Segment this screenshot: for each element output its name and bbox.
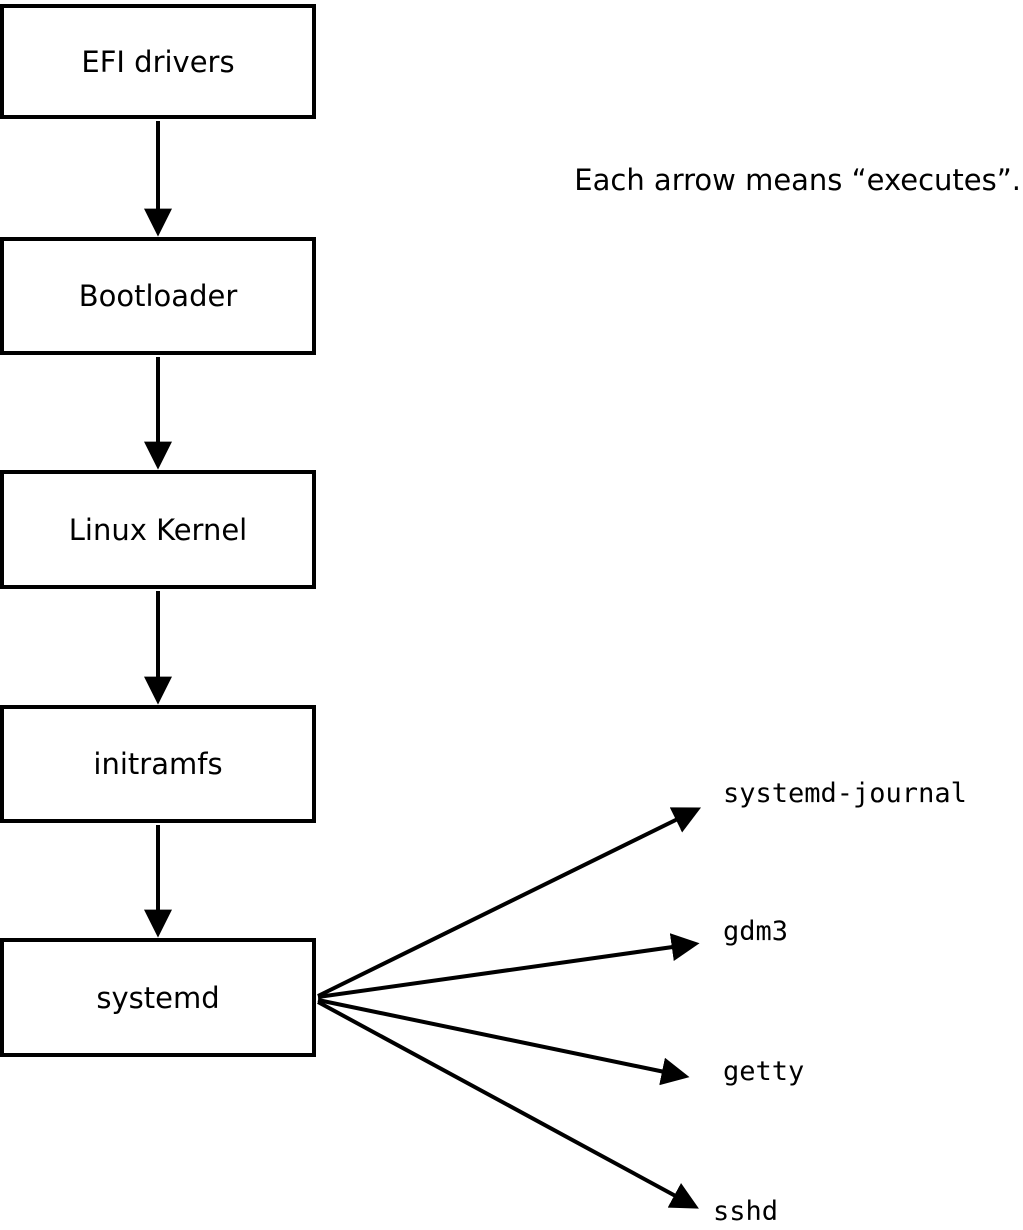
arrow-systemd-to-getty <box>317 998 690 1086</box>
box-systemd-label: systemd <box>96 980 220 1015</box>
box-efi-drivers: EFI drivers <box>0 4 316 119</box>
box-linux-kernel: Linux Kernel <box>0 470 316 589</box>
box-bootloader: Bootloader <box>0 237 316 355</box>
box-initramfs: initramfs <box>0 705 316 823</box>
arrow-systemd-to-sshd <box>317 1000 699 1209</box>
target-gdm3: gdm3 <box>723 916 789 947</box>
box-bootloader-label: Bootloader <box>78 279 238 313</box>
box-efi-drivers-label: EFI drivers <box>81 44 235 79</box>
box-initramfs-label: initramfs <box>93 747 223 781</box>
target-sshd: sshd <box>713 1196 779 1227</box>
box-linux-kernel-label: Linux Kernel <box>68 512 248 547</box>
diagram-caption: Each arrow means “executes”. <box>574 163 1021 197</box>
arrow-systemd-to-gdm3 <box>317 933 700 999</box>
target-systemd-journal: systemd-journal <box>723 778 967 809</box>
arrow-systemd-to-journal <box>317 807 702 998</box>
target-getty: getty <box>723 1056 805 1087</box>
box-systemd: systemd <box>0 938 316 1057</box>
